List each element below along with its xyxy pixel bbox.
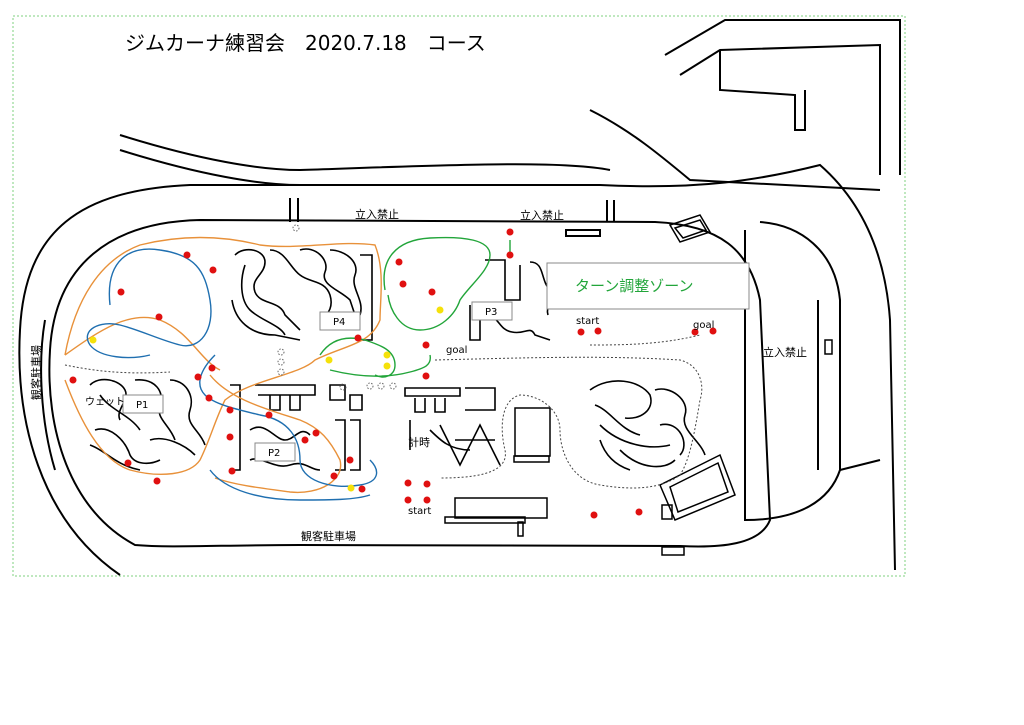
label-boxes <box>122 262 750 462</box>
pylons-red <box>69 228 717 519</box>
pylons-yellow <box>89 306 444 492</box>
start-label-1: start <box>576 316 599 327</box>
turn-adjust-zone-label: ターン調整ゾーン <box>575 277 694 295</box>
structures <box>444 214 833 556</box>
route-dotted <box>64 334 703 489</box>
hollow-markers <box>277 224 397 391</box>
route-blue <box>86 248 378 501</box>
goal-label-2: goal <box>693 320 714 331</box>
timing-label: 計時 <box>408 435 430 449</box>
p2-label: P2 <box>268 448 280 459</box>
wait-label: ウェット <box>85 396 125 408</box>
spectator-parking-left: 観客駐車場 <box>29 345 43 400</box>
no-entry-label-2: 立入禁止 <box>520 208 564 222</box>
spectator-parking-bottom: 観客駐車場 <box>301 529 356 543</box>
start-label-2: start <box>408 506 431 517</box>
goal-label-1: goal <box>446 345 467 356</box>
page-border <box>12 15 906 577</box>
no-entry-label-1: 立入禁止 <box>355 207 399 221</box>
map-title: ジムカーナ練習会 2020.7.18 コース <box>125 31 486 55</box>
route-orange <box>64 236 382 494</box>
p4-label: P4 <box>333 317 345 328</box>
route-green <box>319 236 511 378</box>
no-entry-label-3: 立入禁止 <box>763 345 807 359</box>
p3-label: P3 <box>485 307 497 318</box>
p1-label: P1 <box>136 400 148 411</box>
road-outlines <box>18 19 901 576</box>
